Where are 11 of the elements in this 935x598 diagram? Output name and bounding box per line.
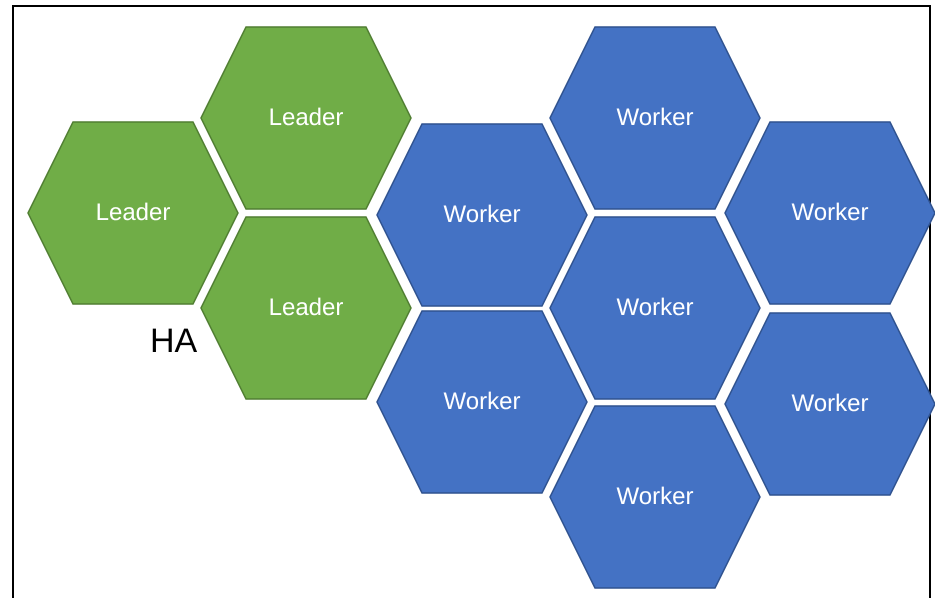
- tile-label: Worker: [616, 483, 694, 511]
- tile-label: Leader: [268, 294, 344, 322]
- tile-label: Leader: [94, 199, 172, 227]
- group-label: HA: [150, 322, 198, 361]
- tile-label: Leader: [268, 104, 344, 132]
- tile-label: Worker: [616, 104, 694, 132]
- tile-label: Worker: [616, 294, 694, 322]
- tile-label: Worker: [790, 390, 870, 418]
- tile-label: Worker: [442, 201, 522, 229]
- tile-label: Worker: [442, 388, 522, 416]
- tile-label: Worker: [790, 199, 870, 227]
